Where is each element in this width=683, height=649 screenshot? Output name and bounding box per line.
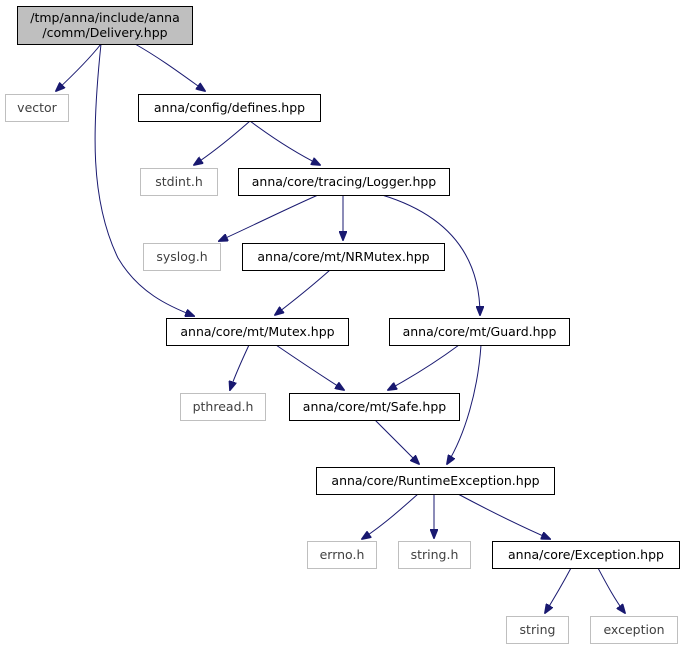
node-label: /tmp/anna/include/anna [30,10,179,25]
node-stringh: string.h [398,541,471,569]
node-label: errno.h [320,547,365,562]
edge-exception_hpp-to-exception [597,567,625,613]
node-string: string [506,616,569,644]
node-box [242,243,445,271]
edges [56,43,625,613]
node-label: anna/core/Exception.hpp [508,547,664,562]
node-exception: exception [590,616,678,644]
edge-logger-to-guard [381,194,480,315]
edge-nrmutex-to-mutex [275,269,331,315]
edge-root-to-mutex [94,43,194,316]
node-box [289,393,460,421]
edge-mutex-to-pthread [230,344,250,390]
node-syslog: syslog.h [143,243,221,271]
node-pthread: pthread.h [180,393,266,421]
node-label: anna/core/mt/Guard.hpp [403,324,557,339]
edge-guard-to-safe [388,344,460,390]
node-label: exception [603,622,664,637]
node-box [389,318,570,346]
node-box [17,6,193,45]
edge-root-to-vector [56,43,102,91]
edge-guard-to-runtime [447,344,482,464]
node-box [307,541,377,569]
node-label: anna/core/tracing/Logger.hpp [252,174,437,189]
node-label: anna/core/mt/Mutex.hpp [180,324,334,339]
node-label: /comm/Delivery.hpp [42,25,167,40]
node-label: anna/core/mt/Safe.hpp [303,399,446,414]
node-label: syslog.h [156,249,207,264]
node-box [506,616,569,644]
edge-safe-to-runtime [374,419,419,464]
node-box [238,168,450,196]
node-box [180,393,266,421]
node-box [5,94,69,122]
node-label: anna/core/RuntimeException.hpp [331,473,539,488]
node-mutex[interactable]: anna/core/mt/Mutex.hpp [166,318,349,346]
node-label: pthread.h [193,399,254,414]
node-box [166,318,349,346]
node-runtime[interactable]: anna/core/RuntimeException.hpp [316,467,555,495]
node-box [492,541,680,569]
node-root[interactable]: /tmp/anna/include/anna/comm/Delivery.hpp [17,6,193,45]
node-label: string [520,622,556,637]
node-box [590,616,678,644]
node-guard[interactable]: anna/core/mt/Guard.hpp [389,318,570,346]
edge-exception_hpp-to-string [545,567,572,613]
node-box [398,541,471,569]
edge-runtime-to-exception_hpp [457,493,550,539]
edge-runtime-to-errno [362,493,419,539]
edge-root-to-defines [134,43,205,91]
node-label: anna/config/defines.hpp [154,100,305,115]
edge-logger-to-syslog [219,194,319,241]
node-vector: vector [5,94,69,122]
edge-defines-to-stdint [194,120,251,165]
edge-mutex-to-safe [275,344,344,390]
node-nrmutex[interactable]: anna/core/mt/NRMutex.hpp [242,243,445,271]
node-exception_hpp[interactable]: anna/core/Exception.hpp [492,541,680,569]
node-logger[interactable]: anna/core/tracing/Logger.hpp [238,168,450,196]
nodes: /tmp/anna/include/anna/comm/Delivery.hpp… [5,6,680,644]
node-defines[interactable]: anna/config/defines.hpp [138,94,321,122]
node-stdint: stdint.h [140,168,218,196]
node-box [316,467,555,495]
edge-defines-to-logger [249,120,320,165]
node-box [143,243,221,271]
node-box [138,94,321,122]
node-errno: errno.h [307,541,377,569]
node-label: anna/core/mt/NRMutex.hpp [257,249,429,264]
node-safe[interactable]: anna/core/mt/Safe.hpp [289,393,460,421]
node-label: stdint.h [155,174,203,189]
node-label: string.h [411,547,459,562]
node-box [140,168,218,196]
node-label: vector [17,100,58,115]
